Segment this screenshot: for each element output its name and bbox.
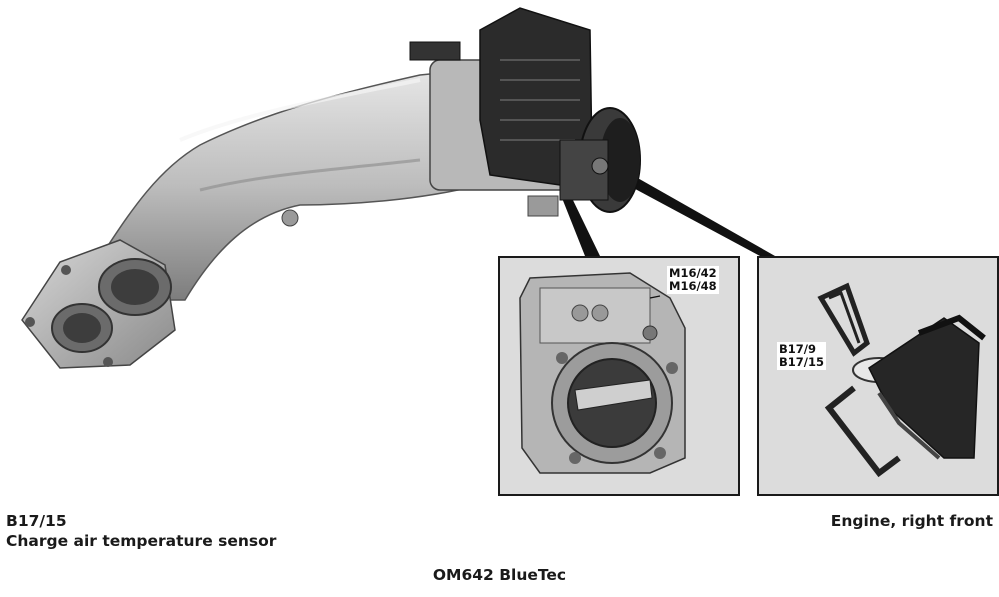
component-caption: B17/15 Charge air temperature sensor (6, 511, 276, 551)
engine-caption: OM642 BlueTec (432, 566, 567, 584)
sensor-clip (824, 385, 901, 478)
inset-throttle-valve: M16/42 M16/48 (498, 256, 740, 496)
inset-charge-air-sensor: B17/9 B17/15 (757, 256, 999, 496)
sensor-body (868, 317, 980, 459)
sensor-tip (817, 282, 870, 357)
location-caption: Engine, right front (830, 512, 993, 530)
label-b17-9: B17/9 (779, 342, 816, 356)
charge-air-sensor-illustration (817, 282, 986, 478)
label-m16-42: M16/42 (669, 266, 717, 280)
label-m16-48: M16/48 (669, 279, 717, 293)
throttle-plate (574, 379, 653, 411)
leader-line-sensor (600, 160, 775, 256)
leader-line-throttle (562, 194, 600, 256)
component-code: B17/15 (6, 512, 67, 530)
component-name: Charge air temperature sensor (6, 532, 277, 550)
throttle-valve-illustration (519, 272, 686, 474)
label-b17-15: B17/15 (779, 355, 824, 369)
charge-air-sensor-location (591, 157, 609, 175)
electrical-connector (409, 41, 461, 61)
